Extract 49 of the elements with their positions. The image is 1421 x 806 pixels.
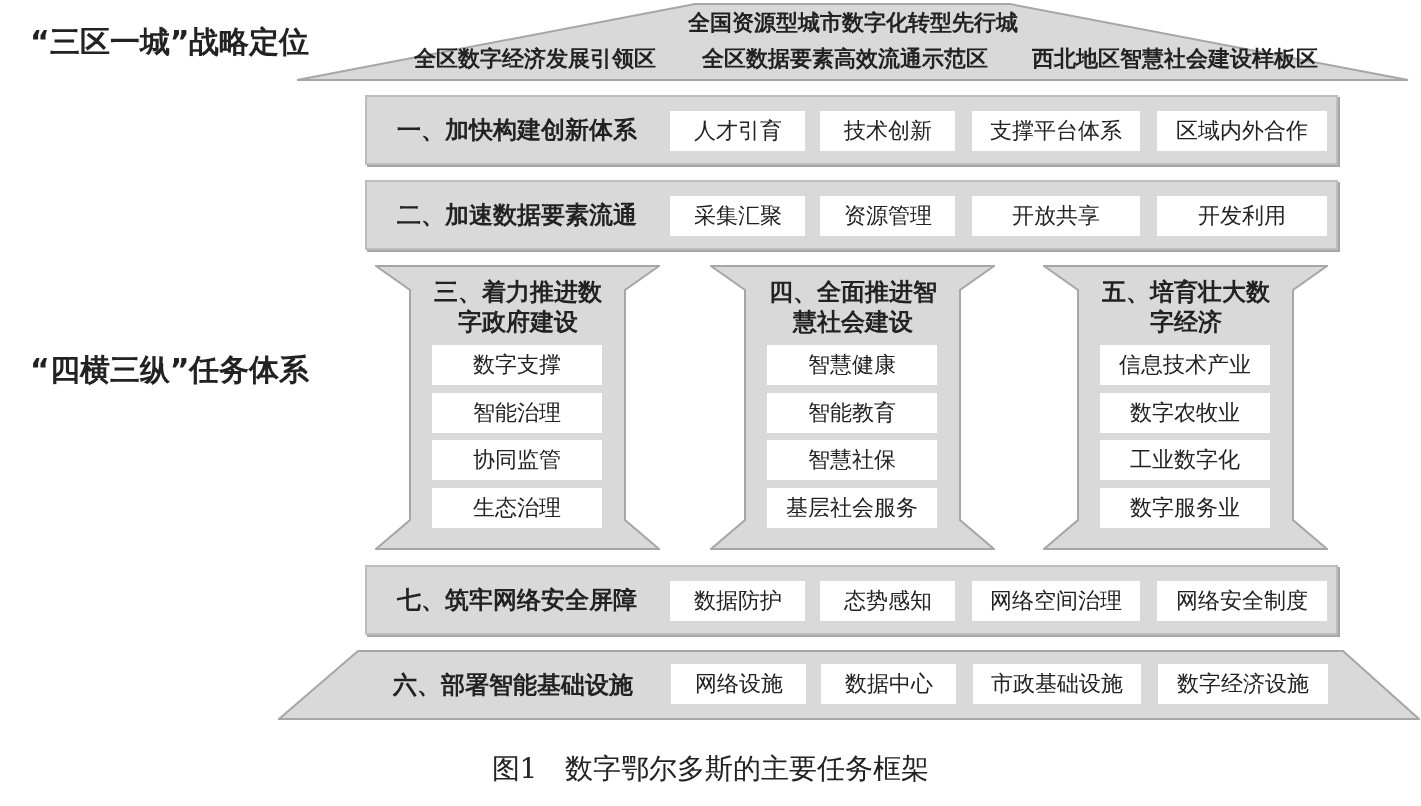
task-box: 信息技术产业 — [1100, 345, 1270, 385]
task-box: 数字农牧业 — [1100, 393, 1270, 433]
task-box: 技术创新 — [820, 111, 955, 151]
pillar-panel — [710, 265, 995, 550]
task-box: 智能治理 — [432, 393, 602, 433]
roof-title: 全国资源型城市数字化转型先行城 — [686, 9, 1019, 37]
positioning-text: 全区数字经济发展引领区 — [413, 45, 657, 73]
task-box: 协同监管 — [432, 440, 602, 480]
task-box: 智能教育 — [767, 393, 937, 433]
task-box: 区域内外合作 — [1157, 111, 1327, 151]
pillar-panel — [1043, 265, 1328, 550]
task-box: 网络空间治理 — [972, 581, 1140, 621]
pillar-title: 三、着力推进数字政府建设 — [432, 277, 603, 338]
pillar-panel — [375, 265, 660, 550]
pillar-title: 五、培育壮大数字经济 — [1100, 277, 1271, 338]
task-box: 数据防护 — [670, 581, 805, 621]
task-box: 网络安全制度 — [1157, 581, 1327, 621]
task-box: 生态治理 — [432, 488, 602, 528]
task-box: 市政基础设施 — [973, 664, 1141, 704]
band-title: 一、加快构建创新体系 — [396, 115, 638, 146]
task-box: 数字支撑 — [432, 345, 602, 385]
side-label: “三区一城”战略定位 — [30, 23, 310, 61]
task-box: 数字经济设施 — [1158, 664, 1328, 704]
task-box: 智慧健康 — [767, 345, 937, 385]
side-label: “四横三纵”任务体系 — [30, 351, 310, 389]
task-box: 开放共享 — [972, 196, 1140, 236]
task-box: 工业数字化 — [1100, 440, 1270, 480]
task-box: 数据中心 — [821, 664, 956, 704]
task-band — [365, 180, 1338, 250]
task-box: 人才引育 — [670, 111, 805, 151]
task-box: 采集汇聚 — [670, 196, 805, 236]
band-title: 七、筑牢网络安全屏障 — [395, 585, 638, 616]
task-box: 网络设施 — [671, 664, 806, 704]
task-box: 智慧社保 — [767, 440, 937, 480]
band-title: 二、加速数据要素流通 — [396, 200, 638, 231]
positioning-text: 西北地区智慧社会建设样板区 — [1031, 45, 1319, 73]
task-box: 开发利用 — [1157, 196, 1327, 236]
foundation-panel — [278, 650, 1420, 720]
task-band — [365, 565, 1338, 635]
band-title: 六、部署智能基础设施 — [391, 670, 634, 701]
task-band — [365, 95, 1338, 165]
task-box: 态势感知 — [820, 581, 955, 621]
positioning-text: 全区数据要素高效流通示范区 — [701, 45, 989, 73]
task-box: 资源管理 — [820, 196, 955, 236]
task-box: 支撑平台体系 — [972, 111, 1140, 151]
pillar-title: 四、全面推进智慧社会建设 — [767, 277, 938, 338]
task-box: 数字服务业 — [1100, 488, 1270, 528]
figure-caption: 图1 数字鄂尔多斯的主要任务框架 — [490, 751, 931, 787]
task-box: 基层社会服务 — [767, 488, 937, 528]
